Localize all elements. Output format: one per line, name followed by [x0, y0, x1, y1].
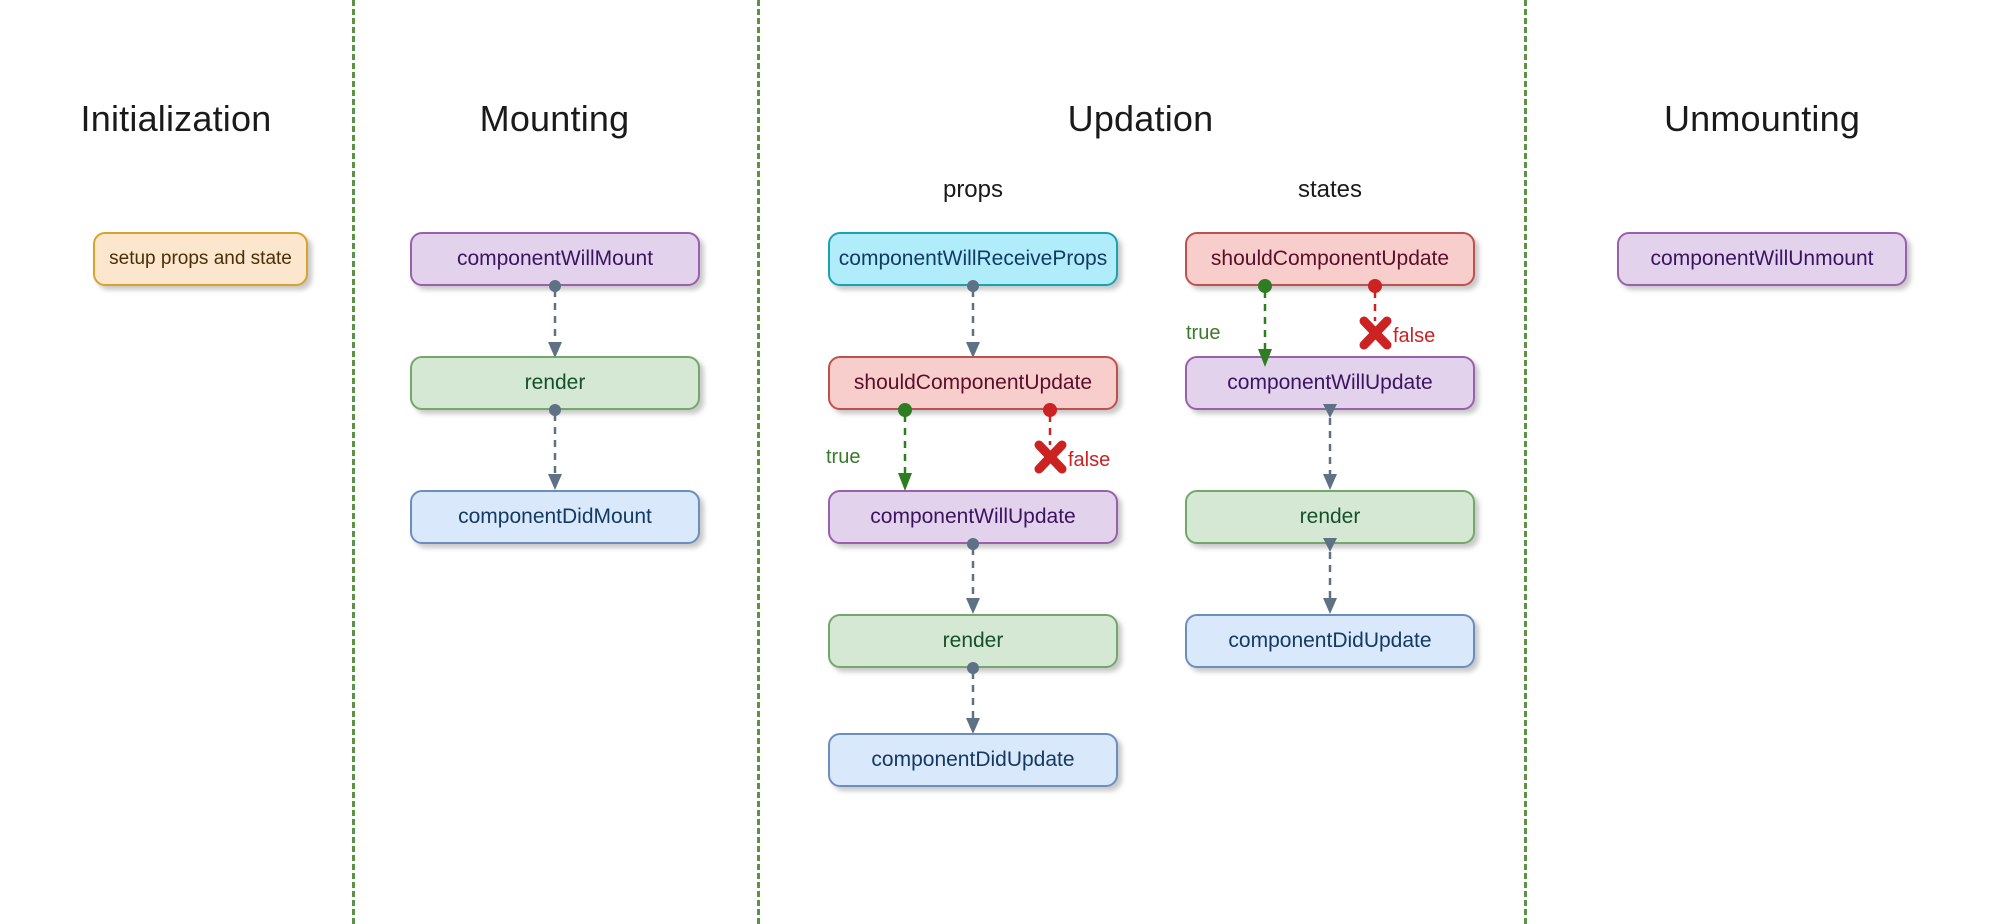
- column-title-initialization: Initialization: [80, 98, 272, 139]
- column-title-mounting: Mounting: [479, 98, 630, 139]
- connector-states-branch-true: [1258, 279, 1272, 367]
- branch-label-props-false: false: [1068, 449, 1111, 471]
- connector-props-receiveprops-to-shouldupdate: [966, 280, 980, 358]
- node-states-should-component-update[interactable]: shouldComponentUpdate: [1185, 232, 1475, 286]
- connector-props-render-to-didupdate: [966, 662, 980, 734]
- connector-mounting-render-to-didmount: [548, 404, 562, 490]
- subheading-props: props: [942, 176, 1004, 203]
- connector-states-branch-false: [1359, 279, 1392, 350]
- branch-label-props-true: true: [826, 446, 861, 468]
- connector-states-render-to-didupdate: [1323, 538, 1337, 614]
- column-divider-2: [757, 0, 760, 924]
- node-props-render[interactable]: render: [828, 614, 1118, 668]
- subheading-states: states: [1297, 176, 1363, 203]
- node-states-render[interactable]: render: [1185, 490, 1475, 544]
- node-setup-props-and-state[interactable]: setup props and state: [93, 232, 308, 286]
- node-props-component-will-update[interactable]: componentWillUpdate: [828, 490, 1118, 544]
- branch-label-states-true: true: [1186, 322, 1221, 344]
- node-props-component-did-update[interactable]: componentDidUpdate: [828, 733, 1118, 787]
- column-title-unmounting: Unmounting: [1663, 98, 1861, 139]
- node-props-component-will-receive-props[interactable]: componentWillReceiveProps: [828, 232, 1118, 286]
- column-divider-3: [1524, 0, 1527, 924]
- node-component-will-unmount[interactable]: componentWillUnmount: [1617, 232, 1907, 286]
- branch-label-states-false: false: [1393, 325, 1436, 347]
- connector-mounting-willmount-to-render: [548, 280, 562, 358]
- node-states-component-did-update[interactable]: componentDidUpdate: [1185, 614, 1475, 668]
- node-props-should-component-update[interactable]: shouldComponentUpdate: [828, 356, 1118, 410]
- connector-props-willupdate-to-render: [966, 538, 980, 614]
- node-states-component-will-update[interactable]: componentWillUpdate: [1185, 356, 1475, 410]
- connector-props-branch-true: [898, 403, 912, 491]
- node-mounting-render[interactable]: render: [410, 356, 700, 410]
- connector-props-branch-false: [1034, 403, 1067, 474]
- node-mounting-component-will-mount[interactable]: componentWillMount: [410, 232, 700, 286]
- column-title-updation: Updation: [1067, 98, 1214, 139]
- connector-states-willupdate-to-render: [1323, 404, 1337, 490]
- node-mounting-component-did-mount[interactable]: componentDidMount: [410, 490, 700, 544]
- column-divider-1: [352, 0, 355, 924]
